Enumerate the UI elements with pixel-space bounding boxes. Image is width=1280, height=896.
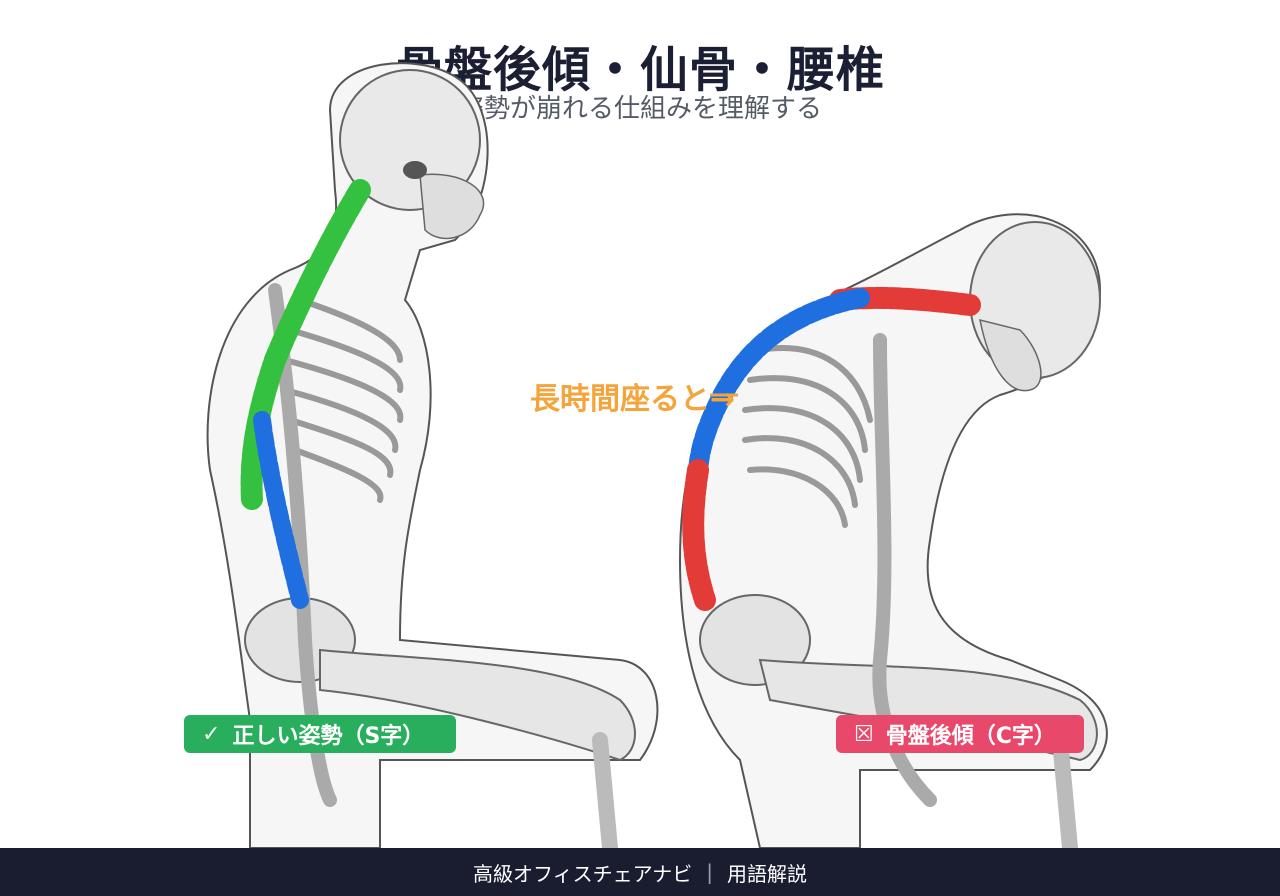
footer-site-name[interactable]: 高級オフィスチェアナビ [473, 861, 693, 886]
posture-illustration [206, 62, 1108, 848]
upright-skeleton-figure [206, 62, 659, 848]
correct-posture-badge: ✓ 正しい姿勢（S字） [184, 715, 456, 753]
page-subtitle: 姿勢が崩れる仕組みを理解する [457, 94, 822, 124]
footer-section-name[interactable]: 用語解説 [726, 861, 807, 886]
pelvic-tilt-label: 骨盤後傾（C字） [885, 724, 1056, 749]
cross-box-icon: ☒ [854, 721, 874, 747]
pelvic-tilt-badge: ☒ 骨盤後傾（C字） [836, 715, 1084, 753]
correct-posture-label: 正しい姿勢（S字） [232, 724, 425, 749]
transition-label: 長時間座ると→ [530, 382, 736, 417]
check-icon: ✓ [202, 721, 221, 747]
page-title: 骨盤後傾・仙骨・腰椎 [394, 42, 885, 98]
footer-separator: | [706, 860, 713, 884]
footer-bar: 高級オフィスチェアナビ | 用語解説 [0, 848, 1280, 896]
